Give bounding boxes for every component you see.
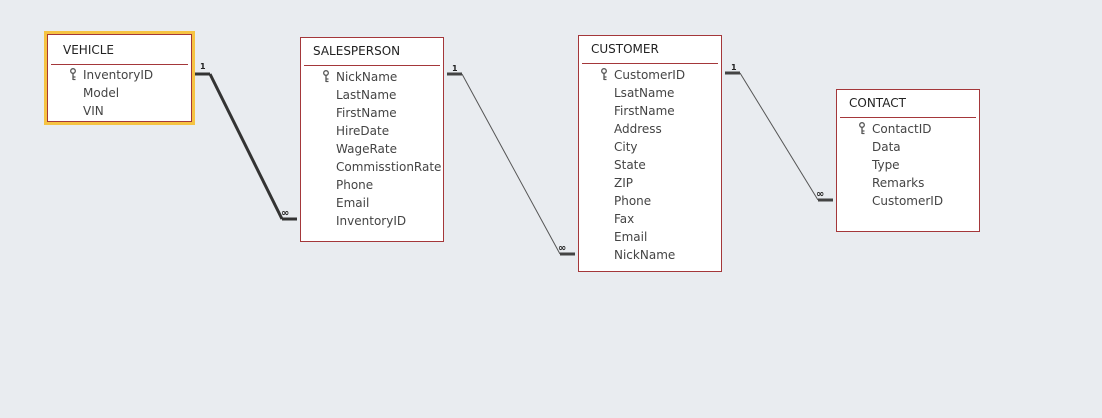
field-row[interactable]: LastName xyxy=(301,86,443,104)
field-name: FirstName xyxy=(336,106,397,120)
cardinality-one-label: 1 xyxy=(200,62,206,71)
title-divider xyxy=(304,65,440,66)
field-row[interactable]: ContactID xyxy=(837,120,979,138)
field-name: Phone xyxy=(336,178,374,192)
field-row[interactable]: Fax xyxy=(579,210,721,228)
field-name: City xyxy=(614,140,638,154)
field-list: CustomerID LsatName FirstName Address Ci… xyxy=(579,66,721,264)
field-row[interactable]: Email xyxy=(579,228,721,246)
field-list: NickName LastName FirstName HireDate Wag… xyxy=(301,68,443,230)
table-contact[interactable]: CONTACT ContactID Data Type Remarks Cust… xyxy=(836,89,980,232)
field-row[interactable]: NickName xyxy=(579,246,721,264)
field-row[interactable]: HireDate xyxy=(301,122,443,140)
field-list: ContactID Data Type Remarks CustomerID xyxy=(837,120,979,210)
field-row[interactable]: State xyxy=(579,156,721,174)
field-name: CommisstionRate xyxy=(336,160,442,174)
field-name: FirstName xyxy=(614,104,675,118)
field-row[interactable]: NickName xyxy=(301,68,443,86)
field-name: Remarks xyxy=(872,176,925,190)
field-row[interactable]: ZIP xyxy=(579,174,721,192)
field-name: Data xyxy=(872,140,901,154)
field-name: LsatName xyxy=(614,86,675,100)
field-name: State xyxy=(614,158,646,172)
cardinality-one-label: 1 xyxy=(452,64,458,73)
field-row[interactable]: CustomerID xyxy=(837,192,979,210)
field-name: Type xyxy=(872,158,900,172)
field-name: HireDate xyxy=(336,124,390,138)
key-icon xyxy=(69,68,77,81)
field-row[interactable]: WageRate xyxy=(301,140,443,158)
table-title[interactable]: CONTACT xyxy=(849,96,906,110)
field-name: Email xyxy=(614,230,648,244)
field-name: Phone xyxy=(614,194,652,208)
relationship-salesperson-customer[interactable]: 1 ∞ xyxy=(447,64,575,256)
field-name: Fax xyxy=(614,212,635,226)
field-row[interactable]: Address xyxy=(579,120,721,138)
field-name: InventoryID xyxy=(336,214,407,228)
field-row[interactable]: Data xyxy=(837,138,979,156)
title-divider xyxy=(582,63,718,64)
field-name: ContactID xyxy=(872,122,932,136)
field-row[interactable]: Phone xyxy=(579,192,721,210)
table-title[interactable]: CUSTOMER xyxy=(591,42,659,56)
key-icon xyxy=(858,122,866,135)
field-name: WageRate xyxy=(336,142,397,156)
title-divider xyxy=(840,117,976,118)
field-name: NickName xyxy=(614,248,676,262)
field-row[interactable]: Remarks xyxy=(837,174,979,192)
table-vehicle-frame: VEHICLE InventoryID Model VIN xyxy=(47,34,192,122)
key-icon xyxy=(600,68,608,81)
table-vehicle[interactable]: VEHICLE InventoryID Model VIN xyxy=(44,31,195,125)
field-row[interactable]: Model xyxy=(48,84,191,102)
field-name: VIN xyxy=(83,104,104,118)
field-row[interactable]: InventoryID xyxy=(48,66,191,84)
field-name: NickName xyxy=(336,70,398,84)
relationship-customer-contact[interactable]: 1 ∞ xyxy=(725,63,833,202)
table-title[interactable]: VEHICLE xyxy=(63,43,114,57)
title-divider xyxy=(51,64,188,65)
table-title[interactable]: SALESPERSON xyxy=(313,44,401,58)
field-row[interactable]: VIN xyxy=(48,102,191,120)
field-name: Email xyxy=(336,196,370,210)
field-row[interactable]: Type xyxy=(837,156,979,174)
field-row[interactable]: CommisstionRate xyxy=(301,158,443,176)
field-name: Address xyxy=(614,122,662,136)
field-name: Model xyxy=(83,86,120,100)
relationship-vehicle-salesperson[interactable]: 1 ∞ xyxy=(195,62,297,221)
field-row[interactable]: CustomerID xyxy=(579,66,721,84)
field-row[interactable]: LsatName xyxy=(579,84,721,102)
field-name: InventoryID xyxy=(83,68,154,82)
field-row[interactable]: FirstName xyxy=(301,104,443,122)
field-row[interactable]: InventoryID xyxy=(301,212,443,230)
table-salesperson[interactable]: SALESPERSON NickName LastName FirstName … xyxy=(300,37,444,242)
field-name: ZIP xyxy=(614,176,633,190)
key-icon xyxy=(322,70,330,83)
field-name: CustomerID xyxy=(614,68,686,82)
field-row[interactable]: City xyxy=(579,138,721,156)
table-customer[interactable]: CUSTOMER CustomerID LsatName FirstName A… xyxy=(578,35,722,272)
field-row[interactable]: FirstName xyxy=(579,102,721,120)
field-name: CustomerID xyxy=(872,194,944,208)
field-row[interactable]: Email xyxy=(301,194,443,212)
cardinality-one-label: 1 xyxy=(731,63,737,72)
field-row[interactable]: Phone xyxy=(301,176,443,194)
field-name: LastName xyxy=(336,88,397,102)
field-list: InventoryID Model VIN xyxy=(48,66,191,120)
